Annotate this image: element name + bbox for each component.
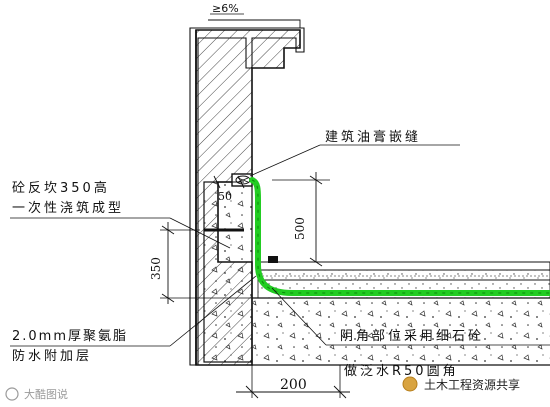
corner-label-line1: 阴角部位采用细石砼 [340, 329, 484, 344]
dim-350-text: 350 [149, 257, 163, 280]
parapet-coping [189, 19, 305, 366]
sealant-label: 建筑油膏嵌缝 [325, 129, 421, 145]
curb-leader: 砼反坎350高 一次性浇筑成型 [10, 180, 231, 249]
curb-label-line2: 一次性浇筑成型 [12, 200, 124, 216]
coating-leader: 2.0mm厚聚氨脂 防水附加层 [10, 275, 257, 364]
watermark-left: 大酷图说 [5, 387, 68, 401]
watermark-right: 土木工程资源共享 [402, 376, 520, 392]
dim-500-text: 500 [293, 217, 307, 240]
watermark-left-text: 大酷图说 [24, 387, 68, 401]
corner-leader: 阴角部位采用细石砼 做泛水R50圆角 [271, 287, 550, 379]
dim-200-text: 200 [280, 377, 307, 393]
watermark-right-text: 土木工程资源共享 [424, 377, 520, 392]
slope-annotation: ≥6% [210, 2, 244, 15]
roof-slab [252, 297, 550, 366]
slope-text: ≥6% [212, 2, 239, 15]
dim-500: 500 [272, 172, 330, 267]
sealant-leader: 建筑油膏嵌缝 [249, 129, 460, 177]
curb-label-line1: 砼反坎350高 [12, 180, 110, 196]
dim-50-text: 50 [218, 190, 232, 203]
dim-50: 50 [210, 175, 245, 203]
waterproof-membrane [249, 177, 550, 296]
concrete-curb [203, 181, 253, 363]
corner-label-line2: 做泛水R50圆角 [344, 364, 459, 379]
coating-label-line1: 2.0mm厚聚氨脂 [12, 329, 128, 344]
dim-200: 200 [236, 365, 350, 399]
coating-label-line2: 防水附加层 [12, 348, 92, 364]
dim-350: 350 [149, 222, 252, 304]
